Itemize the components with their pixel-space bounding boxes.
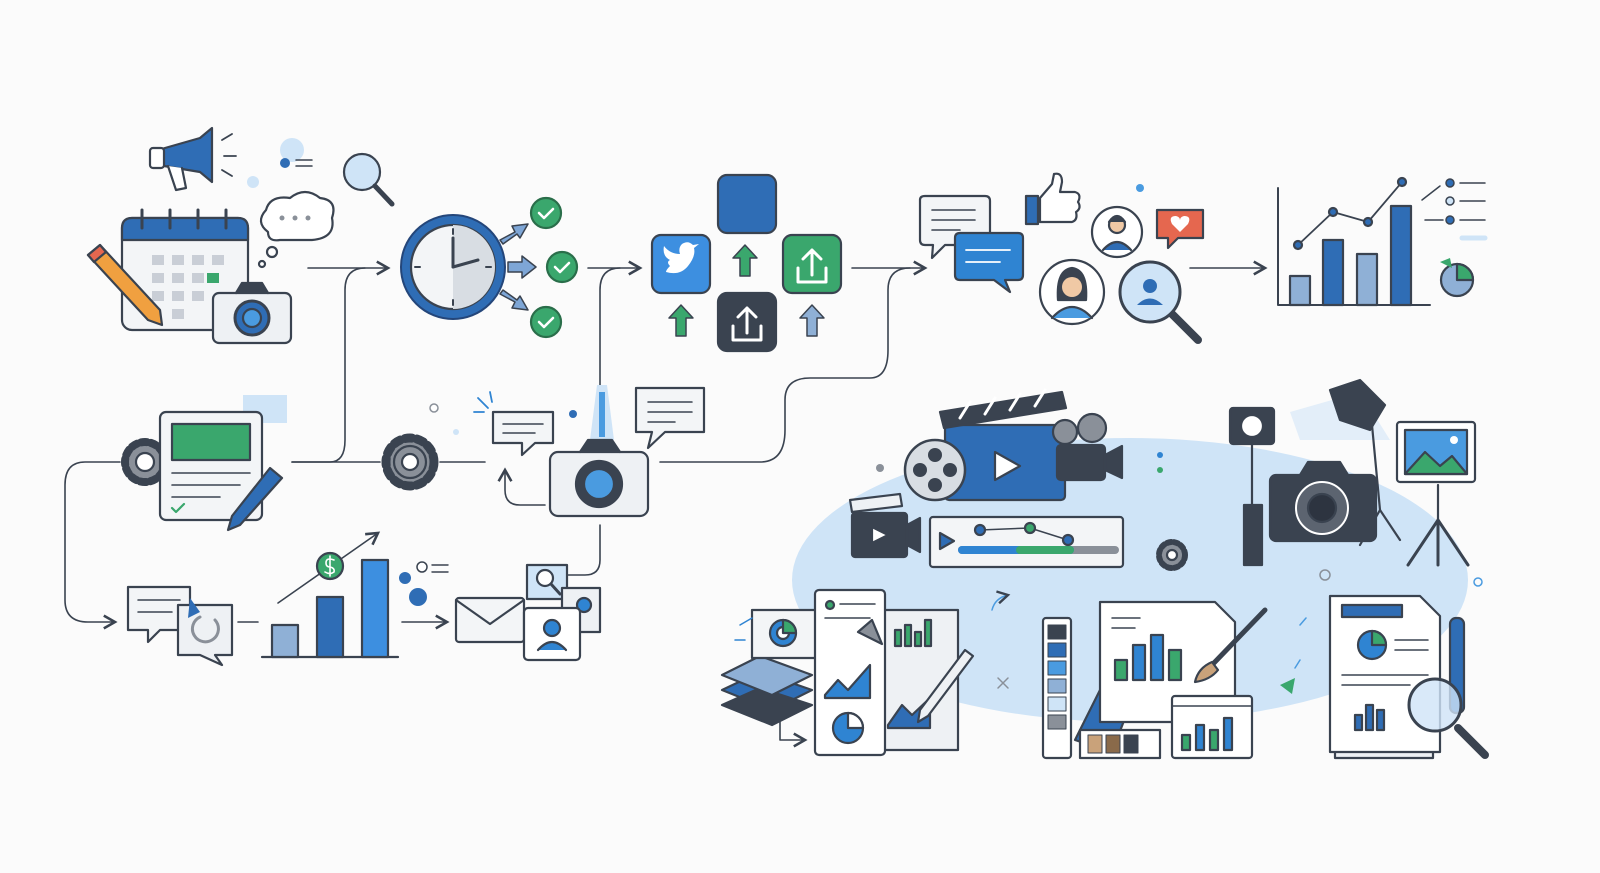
chat-bubble-icon bbox=[953, 231, 1025, 294]
pie-chart-icon bbox=[1439, 258, 1475, 298]
pencil-icon bbox=[86, 243, 164, 327]
camera-icon bbox=[548, 410, 650, 518]
camera-icon bbox=[211, 281, 293, 345]
social-post-grid bbox=[650, 173, 843, 353]
twitter-icon bbox=[650, 233, 712, 295]
chart-legend bbox=[1421, 178, 1488, 241]
document-icon bbox=[1098, 600, 1237, 724]
gear-icon bbox=[121, 438, 169, 486]
pencil-icon bbox=[226, 466, 284, 532]
image-frame-icon bbox=[1395, 420, 1477, 484]
bar-chart-icon bbox=[1170, 694, 1254, 760]
decorative-dots bbox=[247, 138, 313, 188]
bar-chart-icon bbox=[260, 531, 400, 659]
fan-out-arrows bbox=[499, 223, 537, 311]
decorative-dots bbox=[876, 452, 1483, 587]
thought-cloud-icon bbox=[257, 190, 335, 269]
connector-lines bbox=[64, 260, 1268, 748]
film-camera-icon bbox=[1051, 412, 1124, 482]
timeline-icon bbox=[928, 515, 1125, 569]
upload-icon bbox=[716, 291, 778, 353]
report-icon bbox=[813, 588, 975, 757]
camera-icon bbox=[1268, 460, 1378, 543]
magnifier-icon bbox=[1407, 677, 1489, 759]
decorative-dots bbox=[399, 561, 449, 606]
arrow-up-icon bbox=[668, 244, 825, 337]
layered-charts-icon bbox=[720, 608, 820, 727]
magnifier-icon bbox=[1118, 260, 1202, 344]
check-icon bbox=[529, 196, 579, 339]
paintbrush-icon bbox=[1193, 607, 1268, 684]
avatar-icon bbox=[1038, 258, 1106, 326]
spotlight-icon bbox=[1328, 378, 1402, 547]
chat-bubble-icon bbox=[634, 386, 706, 450]
megaphone-icon bbox=[148, 126, 237, 192]
film-reel-icon bbox=[903, 438, 967, 502]
document-icon bbox=[158, 410, 264, 522]
refresh-icon bbox=[176, 598, 234, 667]
thumbs-up-icon bbox=[1024, 172, 1081, 226]
chat-bubble-icon bbox=[473, 391, 555, 457]
color-palette-icon bbox=[1041, 616, 1162, 760]
clock-icon bbox=[400, 214, 506, 320]
avatar-icon bbox=[522, 563, 602, 662]
gear-icon bbox=[381, 433, 439, 491]
bar-chart-icon bbox=[1277, 176, 1431, 307]
clapperboard-icon bbox=[848, 492, 922, 559]
magnifier-icon bbox=[342, 152, 395, 207]
decorative-marks bbox=[734, 590, 1307, 694]
camera-flash-beam bbox=[590, 385, 614, 440]
upload-icon bbox=[781, 233, 843, 295]
envelope-icon bbox=[454, 596, 526, 644]
heart-chat-icon bbox=[1155, 208, 1205, 250]
tripod-icon bbox=[1406, 483, 1470, 567]
gear-icon bbox=[1156, 539, 1188, 571]
chat-bubble-icon bbox=[126, 585, 192, 644]
avatar-icon bbox=[1090, 205, 1144, 259]
